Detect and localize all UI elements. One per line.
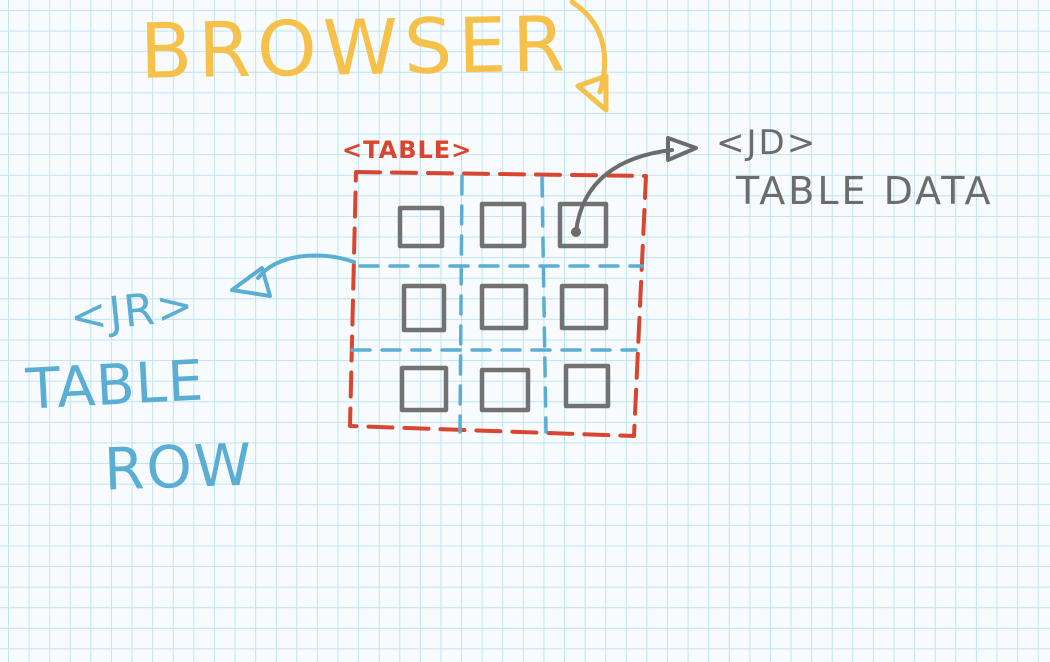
table-cells — [397, 201, 611, 413]
tr-arrow — [230, 253, 356, 298]
browser-arrow — [569, 0, 609, 113]
td-arrow — [571, 136, 698, 237]
table-cell-1-1 — [397, 205, 445, 249]
browser-arrow-head — [575, 73, 609, 113]
tr-tag-label: <JR> — [67, 279, 198, 344]
table-cell-2-3 — [559, 283, 609, 331]
table-cell-2-1 — [401, 283, 447, 333]
table-cell-3-1 — [399, 365, 449, 413]
table-cell-3-2 — [479, 367, 531, 413]
table-cell-1-2 — [479, 201, 527, 249]
column-divider-2 — [540, 176, 548, 434]
table-cell-2-2 — [479, 283, 529, 331]
table-row-lines — [350, 174, 644, 434]
browser-label: BROWSER — [139, 0, 572, 96]
td-tag-label: <JD> — [716, 123, 818, 163]
tr-description-line1: TABLE — [24, 348, 206, 423]
td-arrow-curve — [574, 148, 674, 234]
td-arrow-head — [666, 136, 698, 162]
tr-arrow-curve — [256, 253, 356, 280]
table-tag-label: <TABLE> — [342, 136, 473, 164]
td-description-label: TABLE DATA — [736, 169, 994, 213]
tr-description-line2: ROW — [102, 430, 255, 504]
table-border — [348, 170, 648, 438]
table-cell-3-3 — [563, 363, 611, 409]
table-cell-1-3 — [557, 201, 609, 249]
tr-arrow-head — [230, 266, 272, 298]
column-divider-1 — [458, 174, 464, 434]
